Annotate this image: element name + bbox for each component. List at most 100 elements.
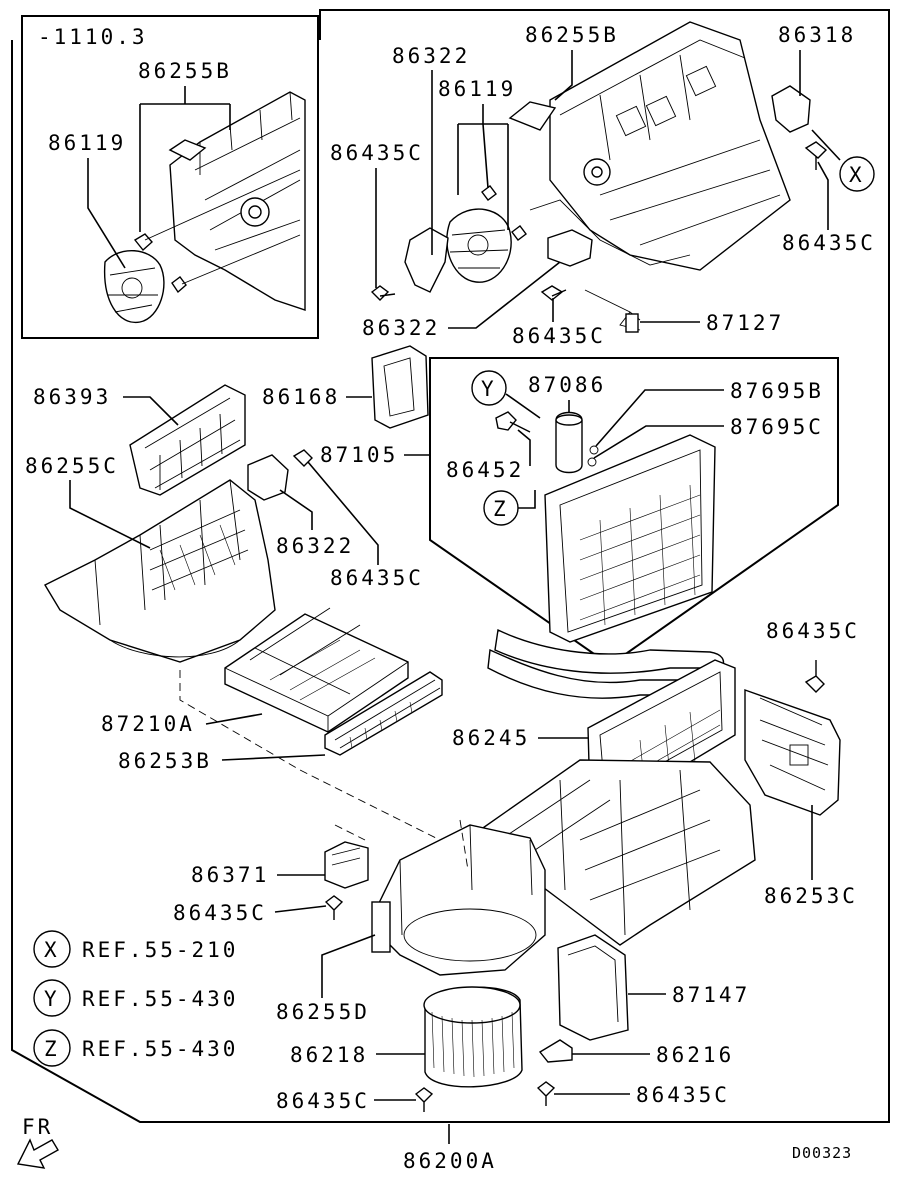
bolt-86452	[495, 411, 531, 433]
marker-y: Y	[481, 377, 497, 401]
label-86322-top: 86322	[392, 44, 470, 68]
label-86452: 86452	[446, 458, 524, 482]
ref-z-text: REF.55-430	[82, 1037, 238, 1061]
screw-86435C-bracket	[536, 1081, 556, 1106]
screw-86435C-left	[292, 449, 313, 467]
label-86245: 86245	[452, 726, 530, 750]
label-86255C: 86255C	[25, 454, 119, 478]
actuator-86322-left	[247, 454, 289, 501]
marker-x-circle	[839, 156, 875, 192]
ref-y-text: REF.55-430	[82, 987, 238, 1011]
label-87127: 87127	[706, 311, 784, 335]
inset-box	[21, 15, 319, 339]
label-86253B: 86253B	[118, 749, 212, 773]
label-86393: 86393	[33, 385, 111, 409]
fr-arrow-icon	[16, 1138, 59, 1169]
leader-86253B	[221, 754, 326, 761]
filter-door-86393	[129, 384, 246, 496]
bracket-86216	[538, 1039, 573, 1063]
label-86119: 86119	[438, 77, 516, 101]
screw-86435C-motor	[414, 1087, 434, 1112]
label-87210A: 87210A	[101, 712, 195, 736]
leader-86255D	[321, 934, 376, 998]
label-86255D: 86255D	[276, 1000, 370, 1024]
label-86218: 86218	[290, 1043, 368, 1067]
leader-z	[518, 490, 536, 509]
label-86435C-d: 86435C	[330, 566, 424, 590]
label-87695C: 87695C	[730, 415, 824, 439]
ref-y-mark: Y	[44, 987, 60, 1011]
resistor-86371	[324, 841, 369, 889]
ref-y-circle	[33, 979, 71, 1017]
ref-x-circle	[33, 930, 71, 968]
screw-86435C-mid	[540, 285, 567, 301]
inset-leader-86255B	[139, 86, 231, 232]
evaporator-frame	[429, 357, 839, 667]
blower-motor-86218	[423, 986, 523, 1088]
leader-86322-c	[279, 489, 313, 530]
upper-heater-case	[508, 21, 791, 271]
marker-x: X	[849, 163, 865, 187]
label-86322-c: 86322	[276, 534, 354, 558]
leader-86318-x	[811, 129, 841, 161]
fan-blade-upper	[446, 208, 512, 283]
leader-86452	[517, 429, 531, 466]
diagram-code: D00323	[792, 1144, 852, 1162]
label-86168: 86168	[262, 385, 340, 409]
marker-y-circle	[471, 370, 507, 406]
seal-86168	[371, 345, 429, 429]
label-86255B: 86255B	[525, 23, 619, 47]
leader-86322-b	[448, 261, 561, 329]
inset-variant: -1110.3	[38, 25, 148, 49]
dashed-guide-filter	[179, 670, 461, 851]
inset-leader-86119	[87, 158, 126, 269]
oring-87695C	[587, 457, 597, 467]
label-86435C-b: 86435C	[782, 231, 876, 255]
fr-label: FR	[22, 1115, 53, 1139]
valve-87086-top	[555, 414, 583, 426]
evaporator-87105	[544, 434, 716, 643]
pin-86119-a	[481, 185, 497, 201]
leader-86119	[457, 104, 509, 230]
marker-z: Z	[493, 497, 509, 521]
leader-86255B	[554, 50, 573, 101]
label-87147: 87147	[672, 983, 750, 1007]
label-86435C-h: 86435C	[636, 1083, 730, 1107]
label-86435C-g: 86435C	[276, 1089, 370, 1113]
inset-drawing	[103, 91, 306, 324]
main-frame	[11, 9, 890, 1123]
screw-86435C-right-cover	[804, 660, 825, 693]
blower-case-86255C	[44, 479, 276, 663]
leader-87695C	[593, 425, 724, 459]
ref-x-text: REF.55-210	[82, 938, 238, 962]
leader-86435C-f	[274, 905, 327, 913]
sensor-86318	[771, 85, 811, 133]
leader-86435C-b	[817, 161, 829, 230]
blower-housing-86255D	[371, 824, 546, 976]
leader-86255C	[69, 480, 151, 549]
screw-86435C-upper	[370, 285, 396, 301]
inset-label-86119: 86119	[48, 131, 126, 155]
cover-86253C	[744, 689, 841, 816]
filter-87210A	[224, 607, 409, 733]
leader-86435C-d	[307, 461, 379, 565]
ref-z-circle	[33, 1029, 71, 1067]
valve-87086	[555, 411, 583, 474]
label-86253C: 86253C	[764, 884, 858, 908]
module-87147	[557, 934, 629, 1041]
leader-87210A	[205, 713, 263, 725]
label-86435C-a: 86435C	[330, 141, 424, 165]
label-87086: 87086	[528, 373, 606, 397]
dashed-guide-blower	[334, 819, 469, 871]
label-86435C-c: 86435C	[512, 324, 606, 348]
label-86435C-e: 86435C	[766, 619, 860, 643]
ref-z-mark: Z	[44, 1037, 60, 1061]
inset-label-86255B: 86255B	[138, 59, 232, 83]
clip-87127	[625, 313, 639, 333]
pin-86119-b	[511, 225, 527, 241]
label-86322-b: 86322	[362, 316, 440, 340]
label-86216: 86216	[656, 1043, 734, 1067]
actuator-86322-lower	[547, 229, 593, 267]
leader-87695B	[595, 389, 724, 447]
